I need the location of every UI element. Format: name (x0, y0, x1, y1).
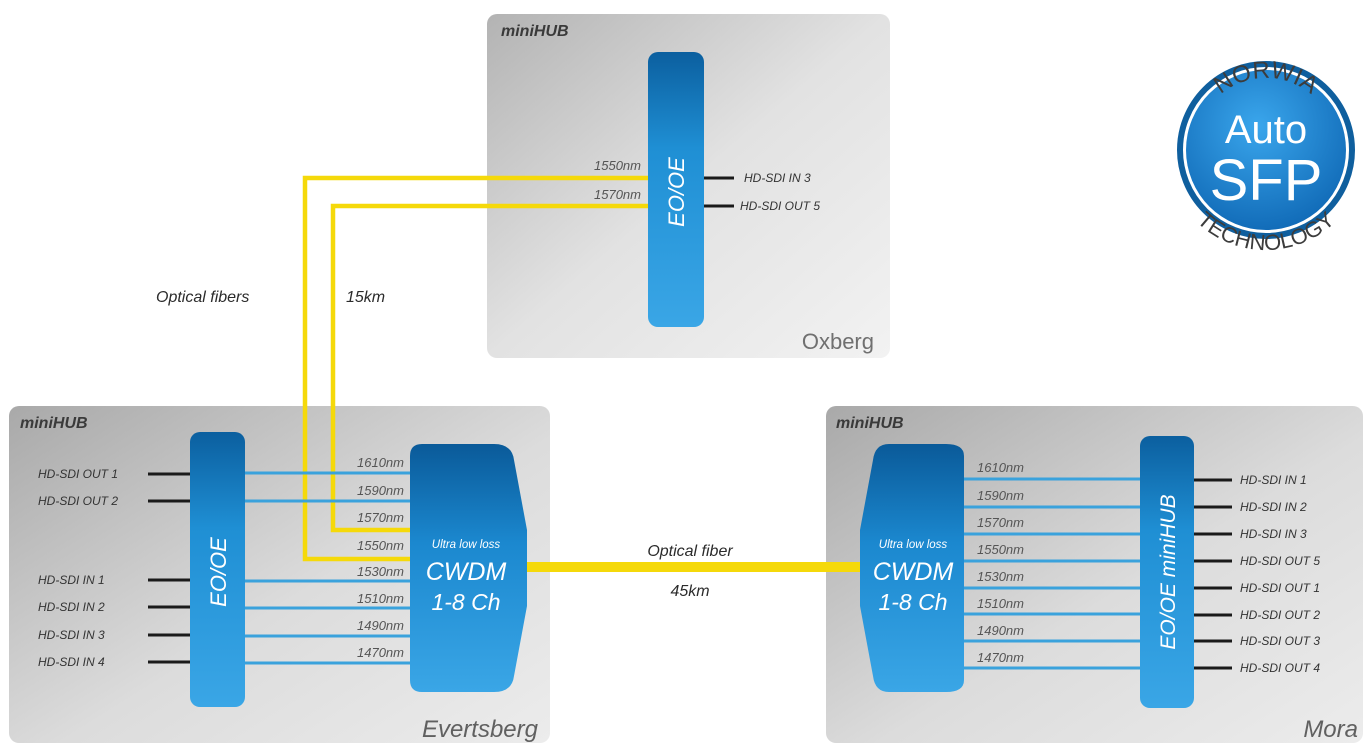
evertsberg-eo-oe-module (190, 432, 245, 707)
evertsberg-wavelength-8: 1470nm (357, 645, 404, 660)
evertsberg-wavelengths: 1610nm 1590nm 1570nm 1550nm 1530nm 1510n… (357, 455, 404, 660)
mora-wavelength-4: 1550nm (977, 542, 1024, 557)
evertsberg-wavelength-1: 1610nm (357, 455, 404, 470)
mora-port-7: HD-SDI OUT 3 (1240, 634, 1320, 648)
optical-fibers-distance: 15km (346, 289, 385, 306)
evertsberg-channel-lines (245, 471, 412, 665)
evertsberg-cwdm-mux (410, 444, 527, 692)
mora-cwdm-mux (860, 444, 964, 692)
mora-wavelength-3: 1570nm (977, 515, 1024, 530)
mora-port-4: HD-SDI OUT 5 (1240, 554, 1320, 568)
badge-disc (1186, 70, 1346, 230)
badge-line1: Auto (1225, 108, 1307, 152)
evertsberg-wavelength-7: 1490nm (357, 618, 404, 633)
evertsberg-wavelength-4: 1550nm (357, 538, 404, 553)
oxberg-port-2: HD-SDI OUT 5 (740, 199, 820, 213)
mora-mux-line1: Ultra low loss (879, 539, 948, 551)
mora-wavelength-6: 1510nm (977, 596, 1024, 611)
mora-port-stubs (1194, 478, 1232, 670)
evertsberg-wavelength-6: 1510nm (357, 591, 404, 606)
evertsberg-wavelength-2: 1590nm (357, 483, 404, 498)
mora-wavelength-1: 1610nm (977, 460, 1024, 475)
mora-site-name: Mora (1303, 716, 1358, 743)
optical-fibers-label: Optical fibers (156, 289, 249, 306)
mora-wavelength-7: 1490nm (977, 623, 1024, 638)
fiber-1550nm (302, 175, 648, 562)
oxberg-wavelength-2: 1570nm (594, 187, 641, 202)
evertsberg-mux-line1: Ultra low loss (432, 539, 501, 551)
evertsberg-port-in-3: HD-SDI IN 3 (38, 628, 105, 642)
evertsberg-mux-line3: 1-8 Ch (431, 589, 500, 615)
mora-port-6: HD-SDI OUT 2 (1240, 608, 1320, 622)
evertsberg-header: miniHUB (20, 415, 88, 432)
mora-channel-lines (962, 477, 1140, 670)
optical-fiber-distance: 45km (670, 583, 709, 600)
mora-eo-oe-module (1140, 436, 1194, 708)
mora-wavelength-2: 1590nm (977, 488, 1024, 503)
mora-mux-line3: 1-8 Ch (878, 589, 947, 615)
mora-port-3: HD-SDI IN 3 (1240, 527, 1307, 541)
evertsberg-port-out-2: HD-SDI OUT 2 (38, 494, 118, 508)
evertsberg-mux-line2: CWDM (426, 558, 507, 586)
evertsberg-port-stubs (148, 472, 190, 664)
mora-ports: HD-SDI IN 1 HD-SDI IN 2 HD-SDI IN 3 HD-S… (1240, 473, 1320, 675)
oxberg-module-label: EO/OE (664, 157, 689, 227)
mora-wavelengths: 1610nm 1590nm 1570nm 1550nm 1530nm 1510n… (977, 460, 1024, 665)
fiber-links-oxberg (302, 175, 648, 562)
mora-wavelength-8: 1470nm (977, 650, 1024, 665)
badge-line2: SFP (1210, 148, 1323, 213)
mora-port-5: HD-SDI OUT 1 (1240, 581, 1320, 595)
evertsberg-wavelength-5: 1530nm (357, 564, 404, 579)
mora-port-2: HD-SDI IN 2 (1240, 500, 1307, 514)
evertsberg-port-out-1: HD-SDI OUT 1 (38, 467, 118, 481)
oxberg-ports (704, 176, 734, 208)
evertsberg-port-in-4: HD-SDI IN 4 (38, 655, 105, 669)
mora-header: miniHUB (836, 415, 904, 432)
mora-port-1: HD-SDI IN 1 (1240, 473, 1307, 487)
optical-fiber-label: Optical fiber (647, 543, 733, 560)
evertsberg-port-in-2: HD-SDI IN 2 (38, 600, 105, 614)
evertsberg-site-name: Evertsberg (422, 716, 539, 743)
oxberg-site-name: Oxberg (802, 329, 874, 354)
evertsberg-module-label: EO/OE (206, 537, 231, 607)
oxberg-port-1: HD-SDI IN 3 (744, 171, 811, 185)
oxberg-eo-oe-module (648, 52, 704, 327)
evertsberg-port-in-1: HD-SDI IN 1 (38, 573, 105, 587)
oxberg-header: miniHUB (501, 23, 569, 40)
mora-port-8: HD-SDI OUT 4 (1240, 661, 1320, 675)
fiber-1570nm (330, 203, 648, 533)
norwia-autosfp-logo: NORWIA Auto SFP TECHNOLOGY (1177, 57, 1355, 255)
mora-wavelength-5: 1530nm (977, 569, 1024, 584)
evertsberg-wavelength-3: 1570nm (357, 510, 404, 525)
oxberg-wavelength-1: 1550nm (594, 158, 641, 173)
mora-mux-line2: CWDM (873, 558, 954, 586)
mora-module-label: EO/OE miniHUB (1157, 494, 1180, 649)
